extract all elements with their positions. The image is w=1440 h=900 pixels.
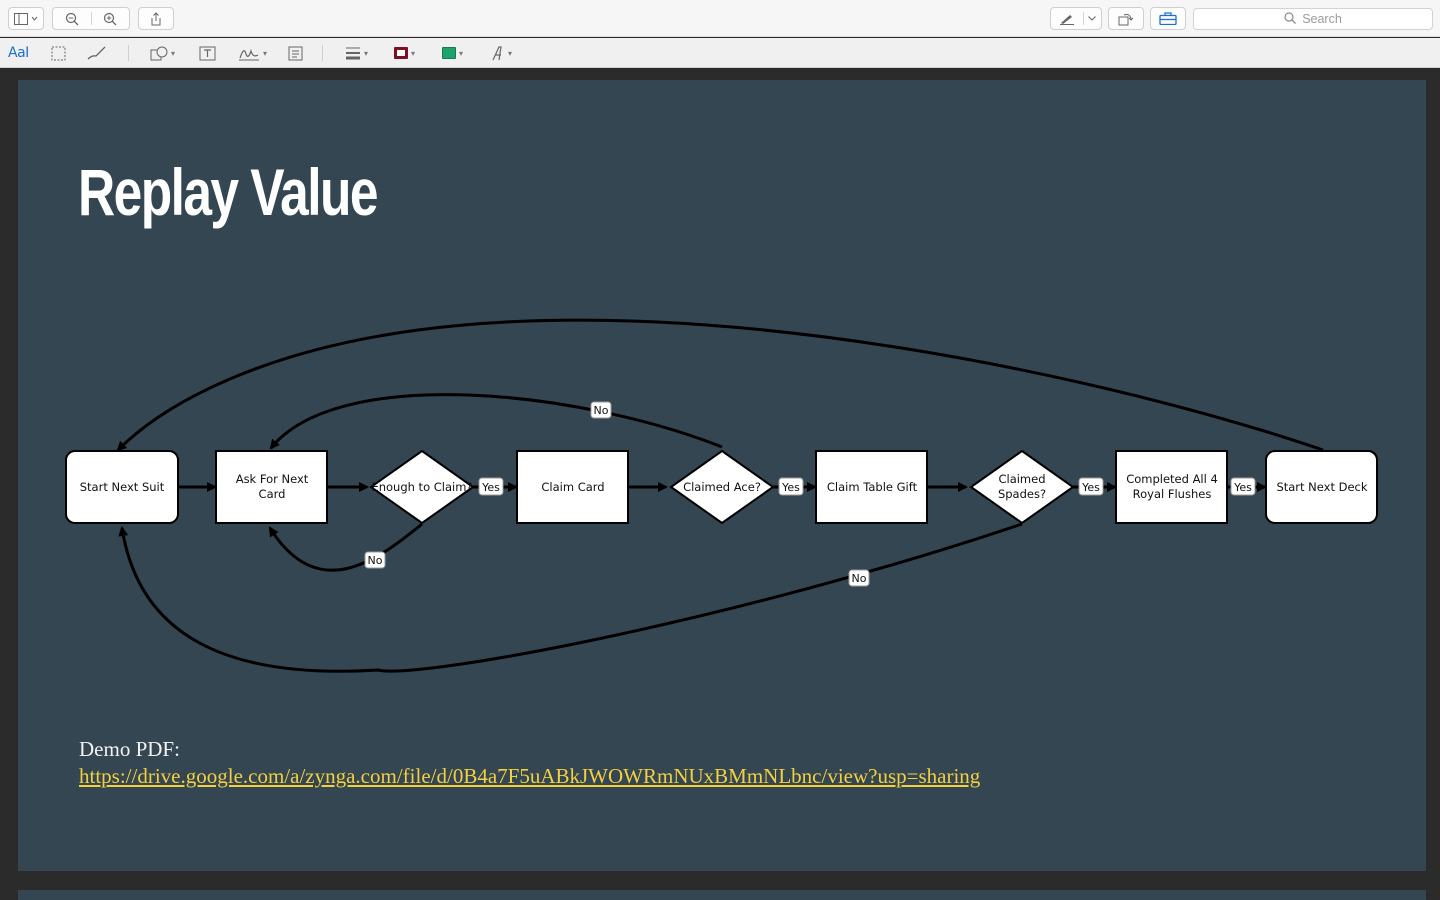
rotate-icon xyxy=(1118,12,1134,26)
shapes-tool[interactable]: ▾ xyxy=(150,42,175,64)
svg-text:No: No xyxy=(852,572,867,585)
rotate-button[interactable] xyxy=(1108,7,1144,30)
fill-color-tool[interactable]: ▾ xyxy=(442,42,463,64)
chevron-down-icon: ▾ xyxy=(508,48,513,58)
edge-deck-to-suit xyxy=(116,318,1324,452)
page-title: Replay Value xyxy=(78,155,378,229)
selection-icon xyxy=(51,46,66,61)
chevron-down-icon: ▾ xyxy=(411,48,416,58)
edge-label-yes: Yes xyxy=(1078,477,1104,496)
svg-text:Yes: Yes xyxy=(1233,481,1252,494)
chevron-down-icon: ▾ xyxy=(171,48,176,58)
node-label: Royal Flushes xyxy=(1133,487,1212,501)
signature-tool[interactable]: ▾ xyxy=(238,42,267,64)
flowchart-node-claim-card: Claim Card xyxy=(516,450,629,524)
note-tool[interactable] xyxy=(288,42,303,64)
node-label: Enough to Claim? xyxy=(371,480,472,494)
text-selection-tool[interactable]: AaI xyxy=(8,42,29,64)
flowchart-node-completed-all: Completed All 4 Royal Flushes xyxy=(1115,450,1228,524)
rectangular-selection-tool[interactable] xyxy=(51,42,66,64)
zoom-in-icon[interactable] xyxy=(91,12,129,26)
svg-text:No: No xyxy=(594,404,609,417)
node-label: Claimed xyxy=(998,472,1045,486)
chevron-down-icon: ▾ xyxy=(459,48,464,58)
svg-text:No: No xyxy=(368,554,383,567)
flowchart-node-start-next-suit: Start Next Suit xyxy=(65,450,179,524)
demo-pdf-link[interactable]: https://drive.google.com/a/zynga.com/fil… xyxy=(79,764,981,788)
text-box-tool[interactable] xyxy=(199,42,216,64)
markup-toolbar: AaI ▾ ▾ ▾ xyxy=(0,38,1440,68)
edge-label-yes: Yes xyxy=(478,477,504,496)
node-label: Ask For Next xyxy=(236,472,309,486)
sketch-tool[interactable] xyxy=(87,42,107,64)
svg-text:Yes: Yes xyxy=(481,481,500,494)
toolbox-button[interactable] xyxy=(1150,7,1186,30)
node-label: Claim Card xyxy=(541,480,604,494)
node-label: Claimed Ace? xyxy=(683,480,761,494)
line-style-icon xyxy=(345,46,361,60)
fill-color-swatch xyxy=(442,47,456,59)
node-label: Start Next Suit xyxy=(80,480,165,494)
edge-label-no: No xyxy=(848,569,870,587)
pen-icon xyxy=(1051,13,1083,25)
node-label: Card xyxy=(259,487,286,501)
share-button[interactable] xyxy=(138,7,174,30)
window-toolbar: Search xyxy=(0,0,1440,37)
shapes-icon xyxy=(150,46,168,61)
sidebar-icon xyxy=(14,12,38,25)
markup-pen-button[interactable] xyxy=(1050,7,1102,30)
next-pdf-page xyxy=(18,890,1426,900)
flowchart-node-enough-to-claim: Enough to Claim? xyxy=(369,449,475,525)
node-label: Spades? xyxy=(998,487,1046,501)
note-icon xyxy=(288,46,303,61)
flowchart-node-claim-table-gift: Claim Table Gift xyxy=(815,450,928,524)
zoom-out-icon[interactable] xyxy=(53,12,91,26)
search-icon xyxy=(1284,11,1297,27)
font-icon xyxy=(491,45,505,61)
node-label: Start Next Deck xyxy=(1276,480,1367,494)
zoom-button-group xyxy=(52,7,130,30)
pdf-page: Replay Value Start Next Suit xyxy=(18,80,1426,871)
share-icon xyxy=(150,11,162,26)
chevron-down-icon: ▾ xyxy=(364,48,369,58)
text-box-icon xyxy=(199,46,216,61)
flowchart: Start Next Suit Ask For Next Card Enough… xyxy=(65,318,1378,673)
sketch-icon xyxy=(87,46,107,60)
flowchart-node-claimed-spades: Claimed Spades? xyxy=(969,449,1075,525)
search-field[interactable]: Search xyxy=(1193,8,1433,30)
toolbox-icon xyxy=(1159,12,1177,25)
text-style-tool[interactable]: ▾ xyxy=(491,42,512,64)
node-label: Claim Table Gift xyxy=(827,480,918,494)
edge-label-yes: Yes xyxy=(778,477,804,496)
flowchart-node-ask-next-card: Ask For Next Card xyxy=(215,450,328,524)
sidebar-toggle-button[interactable] xyxy=(8,7,44,30)
border-color-swatch xyxy=(394,47,408,59)
svg-text:Yes: Yes xyxy=(1081,481,1100,494)
edge-label-yes: Yes xyxy=(1230,477,1256,496)
node-label: Completed All 4 xyxy=(1126,472,1218,486)
border-color-tool[interactable]: ▾ xyxy=(394,42,415,64)
flowchart-node-start-next-deck: Start Next Deck xyxy=(1265,450,1378,524)
edge-enough-no xyxy=(268,522,423,572)
line-style-tool[interactable]: ▾ xyxy=(345,42,368,64)
edge-ace-no xyxy=(269,393,723,450)
flowchart-node-claimed-ace: Claimed Ace? xyxy=(669,449,775,525)
demo-pdf-block: Demo PDF: https://drive.google.com/a/zyn… xyxy=(79,736,980,790)
signature-icon xyxy=(238,46,260,61)
search-placeholder: Search xyxy=(1302,12,1342,26)
edge-label-no: No xyxy=(590,401,612,419)
edge-spades-no xyxy=(118,522,1023,673)
demo-pdf-label: Demo PDF: xyxy=(79,737,180,761)
chevron-down-icon[interactable] xyxy=(1083,16,1101,21)
chevron-down-icon: ▾ xyxy=(263,48,268,58)
text-style-label: AaI xyxy=(8,45,29,61)
edge-label-no: No xyxy=(364,551,386,569)
svg-text:Yes: Yes xyxy=(781,481,800,494)
